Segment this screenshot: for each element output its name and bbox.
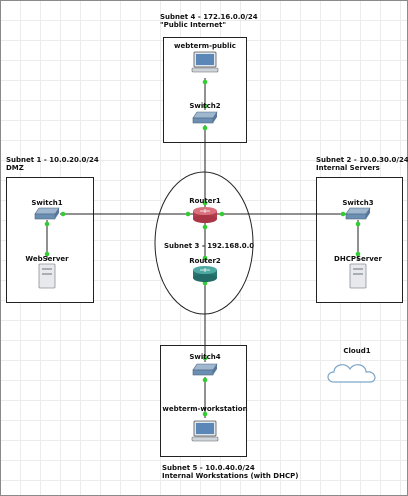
link-endpoints (44, 79, 361, 417)
switch1-label: Switch1 (31, 199, 63, 207)
link-endpoint (202, 377, 208, 383)
link-endpoint (355, 251, 361, 257)
link-endpoint (340, 211, 346, 217)
webserver-server-icon[interactable] (38, 263, 56, 289)
link-endpoint (44, 251, 50, 257)
webserver-label: WebServer (25, 255, 69, 263)
switch1-icon[interactable] (34, 207, 60, 220)
router1-icon[interactable] (193, 207, 217, 223)
subnet4-title: Subnet 4 - 172.16.0.0/24 (160, 13, 258, 21)
link-endpoint (44, 221, 50, 227)
link-endpoint (202, 224, 208, 230)
link-endpoint (202, 125, 208, 131)
switch2-label: Switch2 (189, 102, 221, 110)
cloud1-label: Cloud1 (343, 347, 371, 355)
subnet3-ellipse (154, 171, 254, 315)
link-endpoint (185, 211, 191, 217)
switch4-label: Switch4 (189, 353, 221, 361)
subnet5-desc: Internal Workstations (with DHCP) (162, 472, 299, 480)
webterm-workstation-pc-icon[interactable] (191, 420, 219, 442)
link-endpoint (355, 221, 361, 227)
subnet4-desc: "Public Internet" (160, 21, 227, 29)
cloud1-icon[interactable] (327, 364, 376, 383)
link-endpoint (219, 211, 225, 217)
subnet2-desc: Internal Servers (316, 164, 380, 172)
link-endpoint (202, 411, 208, 417)
switch3-icon[interactable] (345, 207, 371, 220)
link-endpoint (202, 103, 208, 109)
link-endpoint (60, 211, 66, 217)
switch2-icon[interactable] (192, 111, 218, 124)
webterm-public-pc-icon[interactable] (191, 51, 219, 73)
dhcpserver-server-icon[interactable] (349, 263, 367, 289)
switch4-icon[interactable] (192, 363, 218, 376)
webterm-public-label: webterm-public (174, 42, 236, 50)
switch3-label: Switch3 (342, 199, 374, 207)
link-endpoint (202, 355, 208, 361)
subnet1-desc: DMZ (6, 164, 24, 172)
link-endpoint (202, 255, 208, 261)
link-endpoint (202, 79, 208, 85)
router1-label: Router1 (189, 197, 221, 205)
subnet3-title: Subnet 3 - 192.168.0.0 (164, 242, 255, 250)
subnet2-title: Subnet 2 - 10.0.30.0/24 (316, 156, 408, 164)
webterm-workstation-label: webterm-workstation (162, 405, 248, 413)
router2-icon[interactable] (193, 266, 217, 282)
router2-label: Router2 (189, 257, 221, 265)
subnet5-title: Subnet 5 - 10.0.40.0/24 (162, 464, 255, 472)
link-endpoint (202, 200, 208, 206)
subnet1-title: Subnet 1 - 10.0.20.0/24 (6, 156, 99, 164)
dhcpserver-label: DHCPServer (334, 255, 382, 263)
